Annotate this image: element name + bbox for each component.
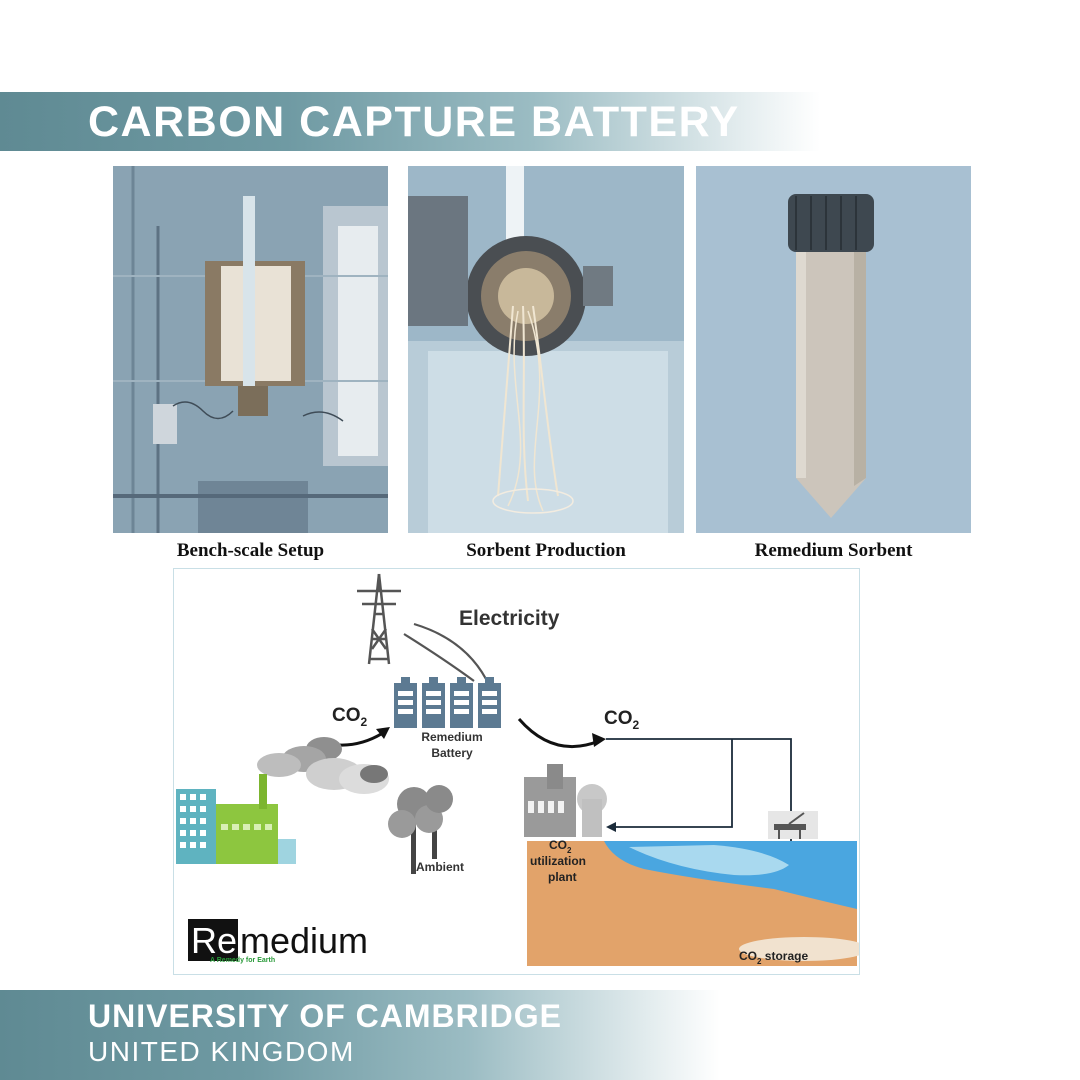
utilization-label-line2: utilization [530, 854, 586, 868]
utilization-plant-icon [524, 764, 607, 837]
battery-label-line1: Remedium [421, 730, 482, 744]
power-tower-icon [357, 573, 401, 665]
factory-buildings-icon [176, 774, 296, 864]
bench-scale-setup-caption: Bench-scale Setup [176, 540, 325, 561]
remedium-battery-icon [394, 677, 501, 728]
ocean-land-scene [527, 841, 859, 966]
utilization-label-line3: plant [548, 870, 577, 884]
offshore-platform-icon [768, 811, 818, 839]
remedium-sorbent-photo [696, 166, 971, 533]
logo-medium-text: medium [240, 920, 368, 961]
logo-tagline: A Remedy for Earth [210, 957, 275, 964]
remedium-sorbent-caption: Remedium Sorbent [754, 540, 913, 561]
electricity-label: Electricity [459, 607, 560, 630]
sorbent-production-photo [408, 166, 684, 533]
ambient-trees-icon [388, 785, 453, 874]
utilization-label-line1: CO2 [549, 838, 572, 855]
emission-smoke-icon [257, 737, 389, 794]
co2-right-label: CO2 [604, 708, 640, 732]
remedium-logo: Re medium A Remedy for Earth [188, 919, 368, 964]
country-name: UNITED KINGDOM [88, 1036, 355, 1067]
co2-out-arrow-icon [517, 718, 600, 749]
electricity-arrow-icon [403, 622, 487, 682]
university-name: UNIVERSITY OF CAMBRIDGE [88, 998, 562, 1034]
bench-scale-setup-photo [113, 166, 388, 533]
footer-banner: UNIVERSITY OF CAMBRIDGE UNITED KINGDOM [0, 990, 720, 1080]
title-banner: CARBON CAPTURE BATTERY [0, 92, 820, 151]
process-diagram: Electricity Remedium Battery CO2 CO2 [173, 568, 860, 975]
co2-storage-label: CO2 storage [739, 949, 808, 966]
battery-label-line2: Battery [431, 746, 473, 760]
logo-re-text: Re [191, 920, 237, 961]
sorbent-production-caption: Sorbent Production [466, 540, 626, 561]
page-title: CARBON CAPTURE BATTERY [88, 98, 740, 146]
ambient-label: Ambient [416, 860, 464, 874]
co2-left-label: CO2 [332, 705, 368, 729]
